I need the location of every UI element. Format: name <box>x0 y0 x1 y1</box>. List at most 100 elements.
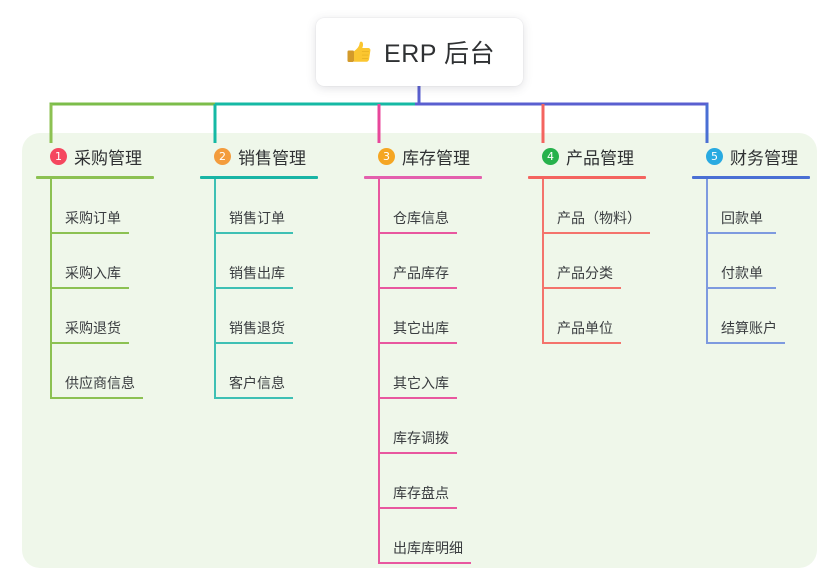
branch-item[interactable]: 销售退货 <box>200 289 350 344</box>
branch-item-label: 回款单 <box>721 210 763 226</box>
branch-item-list: 销售订单销售出库销售退货客户信息 <box>200 179 350 399</box>
branch-underline <box>36 176 154 179</box>
branch-item-list: 采购订单采购入库采购退货供应商信息 <box>36 179 186 399</box>
branch-item-label: 采购订单 <box>65 210 121 226</box>
branches-panel <box>22 133 817 568</box>
branch-item-underline <box>214 287 293 289</box>
branch-header-2[interactable]: 2 销售管理 <box>200 143 350 169</box>
branch-item-label: 销售退货 <box>229 320 285 336</box>
branch-item-underline <box>706 342 785 344</box>
branch-item-list: 产品（物料） 产品分类产品单位 <box>528 179 688 344</box>
branch-header-4[interactable]: 4 产品管理 <box>528 143 688 169</box>
branch-item-label: 采购入库 <box>65 265 121 281</box>
branch-item[interactable]: 产品单位 <box>528 289 688 344</box>
root-title: ERP 后台 <box>384 40 495 68</box>
branch-number-badge: 2 <box>214 147 231 165</box>
branch-item[interactable]: 销售订单 <box>200 179 350 234</box>
branch-item-underline <box>378 287 457 289</box>
branch-item-underline <box>214 232 293 234</box>
branch-item[interactable]: 产品分类 <box>528 234 688 289</box>
branch-spine <box>50 179 52 399</box>
branch-item-underline <box>214 397 293 399</box>
branch-item[interactable]: 结算账户 <box>692 289 822 344</box>
branch-item-label: 库存盘点 <box>393 485 449 501</box>
branch-item-underline <box>706 232 776 234</box>
branch-item[interactable]: 销售出库 <box>200 234 350 289</box>
branch-item-underline <box>50 232 129 234</box>
branch-item-underline <box>542 342 621 344</box>
branch-header-3[interactable]: 3 库存管理 <box>364 143 514 169</box>
branch-item[interactable]: 产品（物料） <box>528 179 688 234</box>
branch-item[interactable]: 采购入库 <box>36 234 186 289</box>
branch-title: 产品管理 <box>566 148 634 168</box>
branch-item-underline <box>378 507 457 509</box>
branch-item-label: 客户信息 <box>229 375 285 391</box>
branch-spine <box>214 179 216 399</box>
branch-item[interactable]: 采购订单 <box>36 179 186 234</box>
branch-item[interactable]: 付款单 <box>692 234 822 289</box>
branch-item-list: 回款单付款单结算账户 <box>692 179 822 344</box>
branch-item-underline <box>378 232 457 234</box>
branch-item-label: 出库库明细 <box>393 540 463 556</box>
branch-item[interactable]: 库存盘点 <box>364 454 514 509</box>
root-node[interactable]: ERP 后台 <box>316 18 523 86</box>
branch-underline <box>364 176 482 179</box>
branch-item-underline <box>50 342 129 344</box>
branch-item-label: 供应商信息 <box>65 375 135 391</box>
branch-item-label: 销售订单 <box>229 210 285 226</box>
branch-item[interactable]: 仓库信息 <box>364 179 514 234</box>
thumbs-up-icon <box>344 37 374 67</box>
branch-item-label: 其它入库 <box>393 375 449 391</box>
branch-item-list: 仓库信息产品库存其它出库其它入库库存调拨库存盘点出库库明细 <box>364 179 514 564</box>
branch-item[interactable]: 回款单 <box>692 179 822 234</box>
branch-column-3: 3 库存管理仓库信息产品库存其它出库其它入库库存调拨库存盘点出库库明细 <box>364 143 514 564</box>
branch-title: 库存管理 <box>402 148 470 168</box>
branch-item-label: 付款单 <box>721 265 763 281</box>
branch-item-label: 结算账户 <box>721 320 777 336</box>
branch-column-4: 4 产品管理产品（物料） 产品分类产品单位 <box>528 143 688 344</box>
branch-number-badge: 4 <box>542 147 559 165</box>
branch-item[interactable]: 库存调拨 <box>364 399 514 454</box>
branch-item-label: 其它出库 <box>393 320 449 336</box>
branch-item-underline <box>50 397 143 399</box>
branch-number-badge: 3 <box>378 147 395 165</box>
branch-item[interactable]: 客户信息 <box>200 344 350 399</box>
branch-item-label: 产品分类 <box>557 265 613 281</box>
branch-item[interactable]: 其它入库 <box>364 344 514 399</box>
branch-item-underline <box>214 342 293 344</box>
branch-item-underline <box>378 342 457 344</box>
branch-item-underline <box>378 452 457 454</box>
branch-title: 采购管理 <box>74 148 142 168</box>
branch-header-1[interactable]: 1 采购管理 <box>36 143 186 169</box>
branch-item[interactable]: 供应商信息 <box>36 344 186 399</box>
branch-header-5[interactable]: 5 财务管理 <box>692 143 822 169</box>
branch-column-5: 5 财务管理回款单付款单结算账户 <box>692 143 822 344</box>
branch-title: 财务管理 <box>730 148 798 168</box>
branch-item[interactable]: 出库库明细 <box>364 509 514 564</box>
branch-item[interactable]: 产品库存 <box>364 234 514 289</box>
branch-column-1: 1 采购管理采购订单采购入库采购退货供应商信息 <box>36 143 186 399</box>
branch-spine <box>542 179 544 344</box>
branch-column-2: 2 销售管理销售订单销售出库销售退货客户信息 <box>200 143 350 399</box>
branch-title: 销售管理 <box>238 148 306 168</box>
branch-item-underline <box>542 287 621 289</box>
branch-item[interactable]: 采购退货 <box>36 289 186 344</box>
branch-item-label: 仓库信息 <box>393 210 449 226</box>
branch-item-label: 产品库存 <box>393 265 449 281</box>
branch-item-underline <box>50 287 129 289</box>
branch-spine <box>706 179 708 344</box>
branch-item[interactable]: 其它出库 <box>364 289 514 344</box>
branch-item-label: 产品单位 <box>557 320 613 336</box>
branch-underline <box>200 176 318 179</box>
branch-item-underline <box>542 232 650 234</box>
branch-item-label: 库存调拨 <box>393 430 449 446</box>
branch-item-label: 产品（物料） <box>557 210 641 226</box>
branch-item-underline <box>706 287 776 289</box>
branch-spine <box>378 179 380 564</box>
branch-underline <box>528 176 646 179</box>
branch-item-label: 采购退货 <box>65 320 121 336</box>
branch-underline <box>692 176 810 179</box>
branch-number-badge: 5 <box>706 147 723 165</box>
branch-number-badge: 1 <box>50 147 67 165</box>
